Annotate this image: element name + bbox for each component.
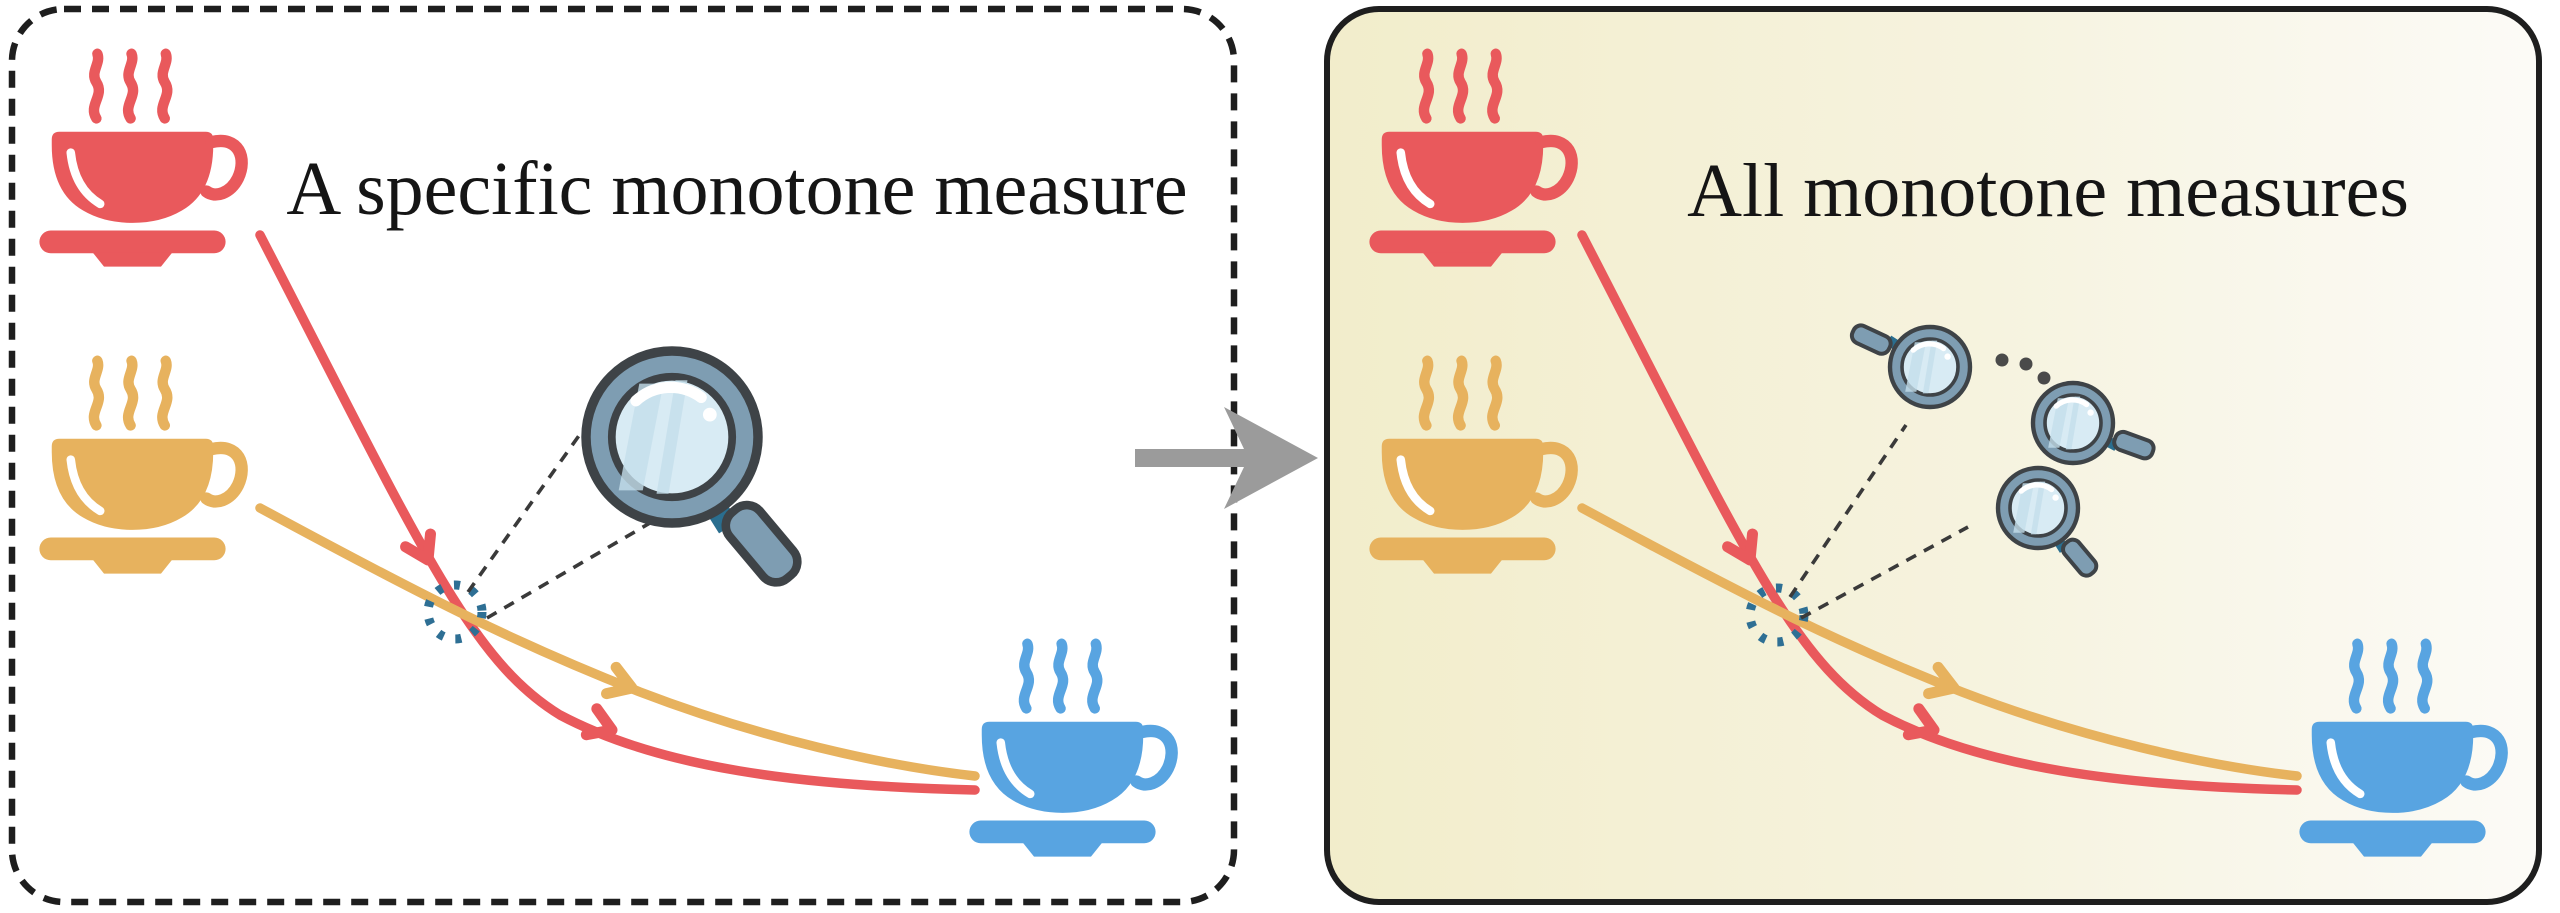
dashed-connector-line [1788, 423, 1908, 599]
transition-arrow [1135, 407, 1318, 509]
trajectory-yellow-right [1577, 503, 2302, 781]
trajectory-red-left [255, 230, 980, 795]
right-panel-title: All monotone measures [1687, 149, 2409, 233]
right-panel-border [1324, 6, 2542, 905]
dotted-focus-circle-left [423, 580, 487, 644]
ellipsis-dots [1995, 353, 2051, 385]
trajectory-yellow-left [255, 503, 980, 781]
left-panel: A specific monotone measure [8, 5, 1238, 906]
dashed-connector-line [466, 404, 602, 594]
trajectory-red-right [1577, 230, 2302, 795]
left-panel-title: A specific monotone measure [286, 147, 1187, 231]
right-panel: All monotone measures [1324, 6, 2542, 905]
